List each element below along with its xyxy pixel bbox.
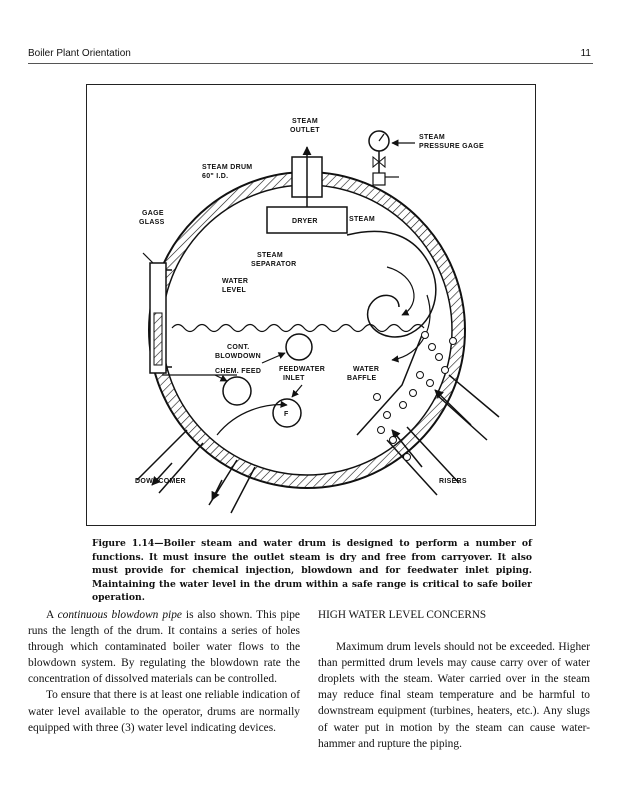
label-f-marker: F [284, 411, 289, 418]
label-pressure-gage-2: PRESSURE GAGE [419, 143, 484, 150]
downcomer-pipes [136, 429, 256, 514]
label-cont-blowdown-1: CONT. [227, 344, 250, 351]
page-number: 11 [580, 48, 591, 59]
header-rule [28, 63, 593, 64]
figure-frame: STEAM OUTLET STEAM PRESSURE GAGE STEAM D… [86, 84, 536, 526]
water-level-line [171, 323, 425, 333]
book-title: Boiler Plant Orientation [28, 48, 131, 59]
label-feedwater-1: FEEDWATER [279, 366, 325, 373]
label-water-level-2: LEVEL [222, 287, 246, 294]
emphasis-term: continuous blowdown pipe [57, 609, 182, 621]
label-water-baffle-2: BAFFLE [347, 375, 376, 382]
figure-caption: Figure 1.14—Boiler steam and water drum … [92, 538, 532, 603]
label-risers: RISERS [439, 478, 467, 485]
chem-feed-pipe [222, 376, 252, 406]
label-steam-drum-1: STEAM DRUM [202, 164, 252, 171]
section-heading: HIGH WATER LEVEL CONCERNS [318, 609, 487, 621]
riser-pipes [386, 374, 500, 496]
left-column: A continuous blowdown pipe is also shown… [28, 607, 300, 736]
steam-separator [346, 230, 437, 338]
cont-blowdown-pipe [285, 333, 313, 361]
right-column: HIGH WATER LEVEL CONCERNS Maximum drum l… [318, 607, 590, 752]
steam-bubbles [373, 331, 457, 461]
label-gage-glass-2: GLASS [139, 219, 165, 226]
feedwater-inlet-pipe [272, 398, 302, 428]
label-steam-separator-1: STEAM [257, 252, 283, 259]
label-gage-glass-1: GAGE [142, 210, 164, 217]
label-steam-separator-2: SEPARATOR [251, 261, 296, 268]
label-steam-drum-2: 60" I.D. [202, 173, 228, 180]
label-downcomer: DOWNCOMER [135, 478, 186, 485]
label-chem-feed: CHEM. FEED [215, 368, 261, 375]
label-dryer: DRYER [292, 218, 318, 225]
dryer [266, 206, 348, 234]
label-steam: STEAM [349, 216, 375, 223]
label-feedwater-2: INLET [283, 375, 305, 382]
left-paragraph-2: To ensure that there is at least one rel… [28, 689, 300, 734]
label-steam-outlet-2: OUTLET [290, 127, 320, 134]
running-header: Boiler Plant Orientation 11 [28, 46, 593, 64]
right-paragraph-1: Maximum drum levels should not be exceed… [318, 641, 590, 750]
label-water-level-1: WATER [222, 278, 248, 285]
label-steam-outlet-1: STEAM [292, 118, 318, 125]
left-paragraph-1: A continuous blowdown pipe is also shown… [28, 609, 300, 686]
boiler-drum-diagram: STEAM OUTLET STEAM PRESSURE GAGE STEAM D… [135, 118, 500, 514]
label-water-baffle-1: WATER [353, 366, 379, 373]
label-pressure-gage-1: STEAM [419, 134, 445, 141]
label-cont-blowdown-2: BLOWDOWN [215, 353, 261, 360]
